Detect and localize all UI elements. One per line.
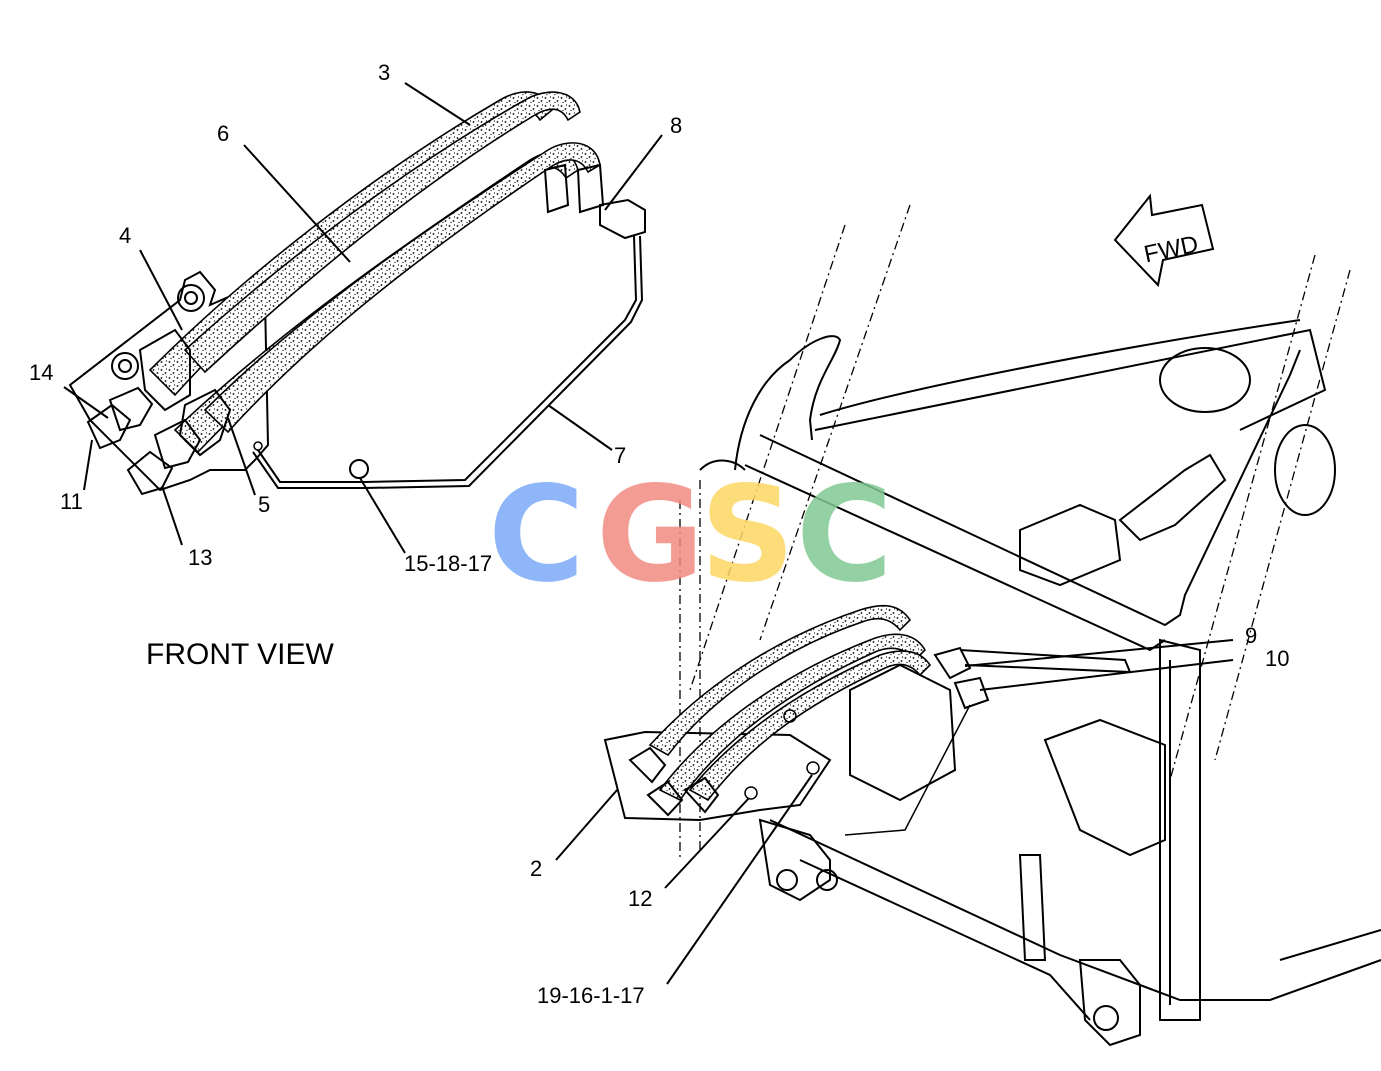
machine-frame-view (603, 204, 1381, 1047)
callout-5: 5 (258, 492, 270, 517)
callout-4: 4 (119, 223, 131, 248)
callout-labels: 3 6 8 4 14 7 11 5 13 15-18-17 9 10 2 12 … (29, 60, 1289, 1008)
callout-19-16-1-17: 19-16-1-17 (537, 983, 645, 1008)
front-view-title: FRONT VIEW (146, 638, 334, 671)
front-view-assembly (68, 91, 646, 496)
watermark-letter-1: C (488, 458, 585, 612)
callout-9: 9 (1245, 623, 1257, 648)
callout-8: 8 (670, 113, 682, 138)
watermark-letter-2: G (596, 458, 704, 612)
callout-14: 14 (29, 360, 53, 385)
callout-11: 11 (60, 489, 83, 514)
callout-3: 3 (378, 60, 390, 85)
callout-15-18-17: 15-18-17 (404, 551, 492, 576)
forward-direction-arrow: FWD (1113, 193, 1215, 288)
callout-2: 2 (530, 856, 542, 881)
watermark: C G S C (488, 458, 893, 612)
callout-7: 7 (614, 443, 626, 468)
callout-12: 12 (628, 886, 652, 911)
callout-6: 6 (217, 121, 229, 146)
callout-10: 10 (1265, 646, 1289, 671)
fwd-label: FWD (1142, 231, 1201, 269)
callout-13: 13 (188, 545, 212, 570)
watermark-letter-4: C (796, 458, 893, 612)
watermark-letter-3: S (700, 458, 795, 612)
leader-lines (63, 82, 1234, 985)
